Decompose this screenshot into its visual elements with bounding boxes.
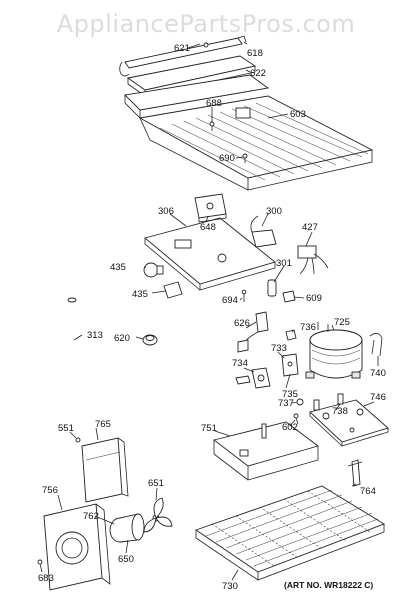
part-435-light-socket[interactable] — [163, 281, 183, 299]
part-609-clip[interactable] — [282, 290, 296, 303]
part-621-bracket[interactable] — [119, 35, 247, 77]
label-620[interactable]: 620 — [114, 333, 130, 344]
label-301[interactable]: 301 — [276, 258, 292, 269]
label-618[interactable]: 618 — [247, 48, 263, 59]
label-694[interactable]: 694 — [222, 295, 238, 306]
label-683[interactable]: 683 — [38, 573, 54, 584]
part-737-grommet[interactable] — [296, 398, 304, 406]
part-650-condenser-fan-motor[interactable] — [109, 513, 145, 543]
label-306[interactable]: 306 — [158, 206, 174, 217]
label-626[interactable]: 626 — [234, 318, 250, 329]
part-300-relay[interactable] — [250, 215, 277, 248]
part-730-condenser[interactable] — [195, 485, 386, 581]
label-651[interactable]: 651 — [148, 478, 164, 489]
part-551-screw[interactable] — [75, 437, 81, 443]
label-435-bulb[interactable]: 435 — [110, 262, 126, 273]
part-765-duct[interactable] — [81, 437, 129, 503]
label-648[interactable]: 648 — [200, 222, 216, 233]
part-733-overload-relay[interactable] — [281, 353, 299, 377]
label-622[interactable]: 622 — [250, 68, 266, 79]
part-764-bracket[interactable] — [347, 459, 363, 487]
site-watermark: AppliancePartsPros.com — [57, 10, 355, 38]
label-690[interactable]: 690 — [219, 153, 235, 164]
label-738[interactable]: 738 — [332, 406, 348, 417]
label-609[interactable]: 609 — [306, 293, 322, 304]
part-435-light-bulb[interactable] — [143, 262, 164, 278]
part-694-screw[interactable] — [241, 289, 247, 302]
part-734-start-relay[interactable] — [251, 367, 271, 389]
part-740-bracket[interactable] — [369, 333, 383, 357]
part-690-screw[interactable] — [242, 153, 248, 163]
label-740[interactable]: 740 — [370, 368, 386, 379]
label-737[interactable]: 737 — [278, 398, 294, 409]
part-620-grommet[interactable] — [142, 334, 158, 346]
part-683-screw[interactable] — [37, 559, 43, 565]
label-688[interactable]: 688 — [206, 98, 222, 109]
label-603[interactable]: 603 — [290, 109, 306, 120]
label-764[interactable]: 764 — [360, 486, 376, 497]
label-725[interactable]: 725 — [334, 317, 350, 328]
part-301-overload[interactable] — [267, 279, 277, 297]
label-650[interactable]: 650 — [118, 554, 134, 565]
label-756[interactable]: 756 — [42, 485, 58, 496]
label-551[interactable]: 551 — [58, 423, 74, 434]
label-730[interactable]: 730 — [222, 581, 238, 592]
label-762[interactable]: 762 — [83, 511, 99, 522]
label-300[interactable]: 300 — [266, 206, 282, 217]
part-313-drain-tube[interactable] — [67, 297, 106, 384]
label-435-socket[interactable]: 435 — [132, 289, 148, 300]
part-427-capacitor[interactable] — [297, 245, 329, 275]
part-651-fan-blade[interactable] — [143, 497, 173, 533]
part-751-condenser-fan-bracket[interactable] — [212, 421, 319, 481]
part-603-machine-compartment-cover[interactable] — [124, 74, 374, 191]
part-626-wire-harness[interactable] — [237, 311, 269, 353]
part-688-screw[interactable] — [209, 121, 215, 131]
part-725-compressor[interactable] — [305, 322, 363, 379]
part-306-compressor-mounting-plate[interactable] — [144, 217, 276, 291]
part-number-labels: 621 618 622 688 603 690 306 300 648 427 … — [38, 43, 386, 592]
part-735-cover[interactable] — [235, 375, 251, 385]
label-313[interactable]: 313 — [87, 330, 103, 341]
label-733[interactable]: 733 — [271, 343, 287, 354]
part-746-compressor-base-plate[interactable] — [309, 399, 389, 447]
label-734[interactable]: 734 — [232, 358, 248, 369]
art-number: (ART NO. WR18222 C) — [284, 580, 373, 590]
part-738-mount[interactable] — [313, 393, 344, 411]
label-621[interactable]: 621 — [174, 43, 190, 54]
label-427[interactable]: 427 — [302, 222, 318, 233]
part-602-screw[interactable] — [293, 413, 299, 425]
label-765[interactable]: 765 — [95, 419, 111, 430]
part-648-defrost-control[interactable] — [194, 193, 227, 223]
leader-lines — [39, 41, 379, 581]
part-756-fan-shroud[interactable] — [43, 503, 111, 591]
label-602[interactable]: 602 — [282, 422, 298, 433]
part-736-grommet[interactable] — [285, 329, 297, 341]
label-736[interactable]: 736 — [300, 322, 316, 333]
label-751[interactable]: 751 — [201, 423, 217, 434]
label-735[interactable]: 735 — [282, 389, 298, 400]
label-746[interactable]: 746 — [370, 392, 386, 403]
